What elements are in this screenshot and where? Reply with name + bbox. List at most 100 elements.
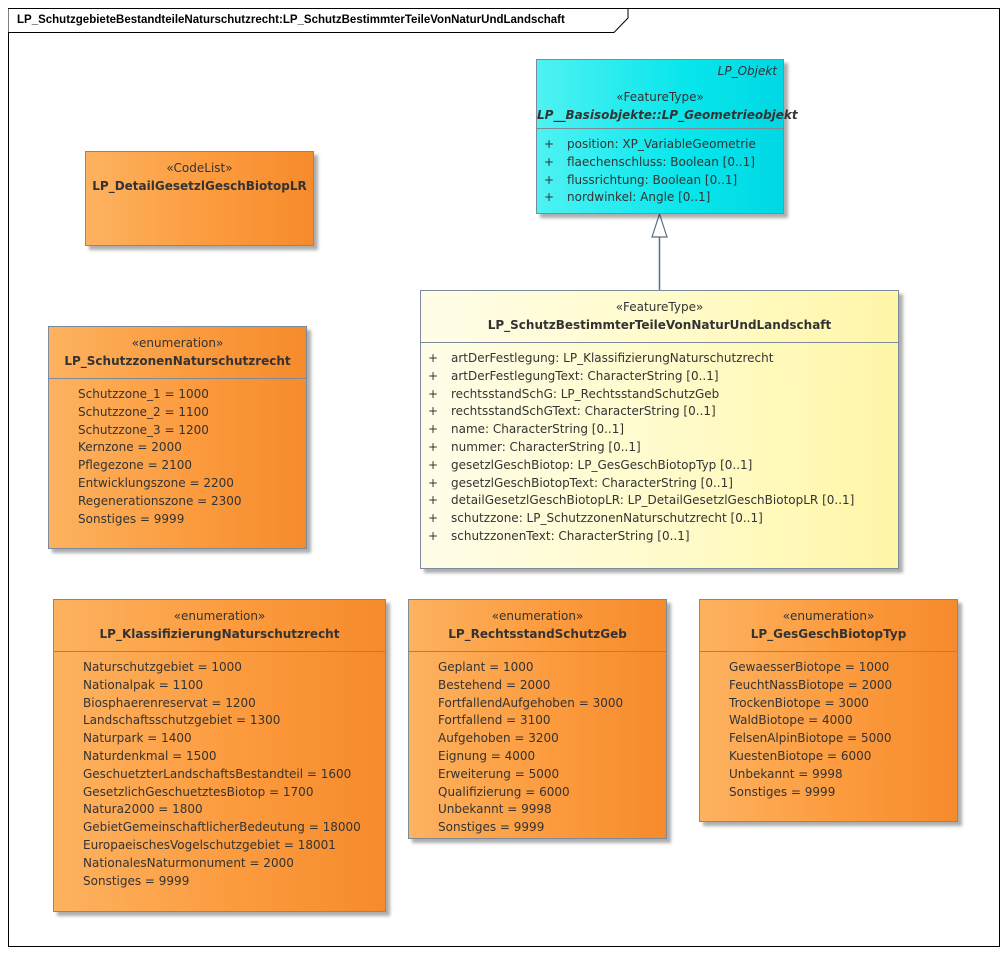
visibility-marker: + <box>428 439 439 454</box>
attribute-row: + artDerFestlegungText: CharacterString [… <box>421 368 898 386</box>
enum-literal: NationalesNaturmonument = 2000 <box>83 855 294 870</box>
attribute-text: gesetzlGeschBiotop: LP_GesGeschBiotopTyp… <box>451 457 753 472</box>
visibility-marker: + <box>544 137 555 151</box>
attribute-row: + flussrichtung: Boolean [0..1] <box>537 172 783 190</box>
class-name: LP_DetailGesetzlGeschBiotopLR <box>92 179 307 193</box>
enum-literal: Geplant = 1000 <box>438 660 534 674</box>
enum-lp-klassifizierungnaturschutzrecht[interactable]: «enumeration» LP_KlassifizierungNatursch… <box>53 599 386 912</box>
enum-literal: Naturschutzgebiet = 1000 <box>83 660 242 674</box>
attribute-text: position: XP_VariableGeometrie <box>567 137 756 151</box>
enum-literal: Eignung = 4000 <box>438 748 536 763</box>
enum-literal: FelsenAlpinBiotope = 5000 <box>729 731 892 746</box>
enum-lp-schutzzonennaturschutzrecht[interactable]: «enumeration» LP_SchutzzonenNaturschutzr… <box>48 326 307 549</box>
visibility-marker: + <box>428 493 439 508</box>
attribute-text: name: CharacterString [0..1] <box>451 422 625 437</box>
enum-literal: Nationalpak = 1100 <box>83 677 204 692</box>
enum-literal: Sonstiges = 9999 <box>78 511 185 526</box>
attribute-row: + schutzzone: LP_SchutzzonenNaturschutzre… <box>421 510 898 528</box>
attribute-row: +gesetzlGeschBiotopText: CharacterString… <box>421 475 898 493</box>
class-name: LP_RechtsstandSchutzGeb <box>448 627 627 641</box>
attribute-row: + position: XP_VariableGeometrie <box>537 136 783 154</box>
enum-literal: Unbekannt = 9998 <box>729 766 843 781</box>
enum-literal: Bestehend = 2000 <box>438 677 551 692</box>
enum-literal: GewaesserBiotope = 1000 <box>729 660 890 674</box>
visibility-marker: + <box>428 457 439 472</box>
attribute-text: artDerFestlegung: LP_KlassifizierungNatu… <box>451 351 774 365</box>
attribute-row: + artDerFestlegung: LP_KlassifizierungNat… <box>421 350 898 368</box>
enum-literal: Pflegezone = 2100 <box>78 458 193 473</box>
enum-literal: FortfallendAufgehoben = 3000 <box>438 695 624 710</box>
enum-literal: TrockenBiotope = 3000 <box>729 695 869 710</box>
attribute-text: schutzzonenText: CharacterString [0..1] <box>451 528 690 543</box>
attribute-row: + gesetzlGeschBiotop: LP_GesGeschBiotopTy… <box>421 457 898 475</box>
enum-literal: Sonstiges = 9999 <box>83 873 190 888</box>
codelist-lp-detailgesetzlgeschbiotoplr[interactable]: «CodeList» LP_DetailGesetzlGeschBiotopLR <box>85 151 314 246</box>
visibility-marker: + <box>544 172 555 187</box>
enum-literal: Schutzzone_2 = 1100 <box>78 404 209 419</box>
attribute-row: + flaechenschluss: Boolean [0..1] <box>537 154 783 172</box>
generalization-arrowhead <box>651 212 668 238</box>
enum-literal: Landschaftsschutzgebiet = 1300 <box>83 713 281 728</box>
class-name: LP_KlassifizierungNaturschutzrecht <box>99 627 340 641</box>
diagram-frame-title: LP_SchutzgebieteBestandteileNaturschutzr… <box>8 8 591 32</box>
enum-literal: Sonstiges = 9999 <box>729 784 836 799</box>
enum-literal: Biosphaerenreservat = 1200 <box>83 695 256 710</box>
literal-compartment: Naturschutzgebiet = 1000 Nationalpak = 1… <box>54 651 385 890</box>
class-lp-schutzbestimmterteilevonnaturundlandschaft[interactable]: «FeatureType» LP_SchutzBestimmterTeileVo… <box>420 290 899 569</box>
attribute-text: artDerFestlegungText: CharacterString [0… <box>451 368 719 383</box>
class-name: LP_SchutzzonenNaturschutzrecht <box>64 354 291 368</box>
enum-literal: KuestenBiotope = 6000 <box>729 748 872 763</box>
attribute-compartment: + artDerFestlegung: LP_KlassifizierungNat… <box>421 342 898 546</box>
attribute-text: nummer: CharacterString [0..1] <box>451 439 641 454</box>
literal-compartment: GewaesserBiotope = 1000 FeuchtNassBiotop… <box>700 651 957 801</box>
enum-literal: Naturdenkmal = 1500 <box>83 748 217 763</box>
enum-literal: Schutzzone_1 = 1000 <box>78 387 209 401</box>
enum-literal: Naturpark = 1400 <box>83 731 192 746</box>
attribute-row: + nummer: CharacterString [0..1] <box>421 439 898 457</box>
enum-literal: Entwicklungszone = 2200 <box>78 475 234 490</box>
attribute-text: rechtsstandSchGText: CharacterString [0.… <box>451 404 716 419</box>
literal-compartment: Schutzzone_1 = 1000 Schutzzone_2 = 1100 … <box>49 378 306 528</box>
attribute-text: rechtsstandSchG: LP_RechtsstandSchutzGeb <box>451 386 720 401</box>
enum-literal: WaldBiotope = 4000 <box>729 713 853 728</box>
stereotype-label: «CodeList» <box>166 161 233 175</box>
class-name: LP_SchutzBestimmterTeileVonNaturUndLands… <box>487 318 832 332</box>
visibility-marker: + <box>428 422 439 437</box>
attribute-text: detailGesetzlGeschBiotopLR: LP_DetailGes… <box>451 493 855 508</box>
visibility-marker: + <box>428 368 439 383</box>
literal-compartment: Geplant = 1000 Bestehend = 2000 Fortfall… <box>409 651 666 837</box>
enum-literal: Schutzzone_3 = 1200 <box>78 422 209 437</box>
attribute-row: + nordwinkel: Angle [0..1] <box>537 189 783 207</box>
attribute-text: schutzzone: LP_SchutzzonenNaturschutzrec… <box>451 511 763 526</box>
enum-literal: Regenerationszone = 2300 <box>78 493 242 508</box>
enum-literal: Unbekannt = 9998 <box>438 802 552 817</box>
enum-lp-gesgeschbiotoptyp[interactable]: «enumeration» LP_GesGeschBiotopTyp Gewae… <box>699 599 958 822</box>
frame-title-text: LP_SchutzgebieteBestandteileNaturschutzr… <box>17 14 565 26</box>
visibility-marker: + <box>428 351 439 365</box>
attribute-text: flaechenschluss: Boolean [0..1] <box>567 154 755 169</box>
visibility-marker: + <box>428 404 439 419</box>
enum-literal: Aufgehoben = 3200 <box>438 731 559 746</box>
stereotype-label: «enumeration» <box>131 336 224 350</box>
enum-lp-rechtsstandschutzgeb[interactable]: «enumeration» LP_RechtsstandSchutzGeb Ge… <box>408 599 667 839</box>
enum-literal: Natura2000 = 1800 <box>83 802 203 817</box>
enum-literal: Qualifizierung = 6000 <box>438 784 570 799</box>
visibility-marker: + <box>544 190 555 205</box>
enum-literal: Erweiterung = 5000 <box>438 766 560 781</box>
enum-literal: Kernzone = 2000 <box>78 440 182 455</box>
class-lp-geometrieobjekt[interactable]: LP_Objekt «FeatureType» LP__Basisobjekte… <box>536 59 798 214</box>
attribute-compartment: + position: XP_VariableGeometrie + flaec… <box>537 128 783 207</box>
stereotype-label: «FeatureType» <box>616 90 704 104</box>
attribute-text: flussrichtung: Boolean [0..1] <box>567 172 738 187</box>
attribute-row: + rechtsstandSchGText: CharacterString [0… <box>421 403 898 421</box>
enum-literal: FeuchtNassBiotope = 2000 <box>729 677 893 692</box>
frame-title-tab <box>8 8 629 33</box>
visibility-marker: + <box>428 528 439 543</box>
visibility-marker: + <box>428 475 439 490</box>
attribute-row: + schutzzonenText: CharacterString [0..1] <box>421 528 898 546</box>
visibility-marker: + <box>428 511 439 526</box>
enum-literal: GebietGemeinschaftlicherBedeutung = 1800… <box>83 820 361 835</box>
attribute-row: +rechtsstandSchG: LP_RechtsstandSchutzGe… <box>421 386 898 404</box>
parent-package-label: LP_Objekt <box>717 64 777 78</box>
